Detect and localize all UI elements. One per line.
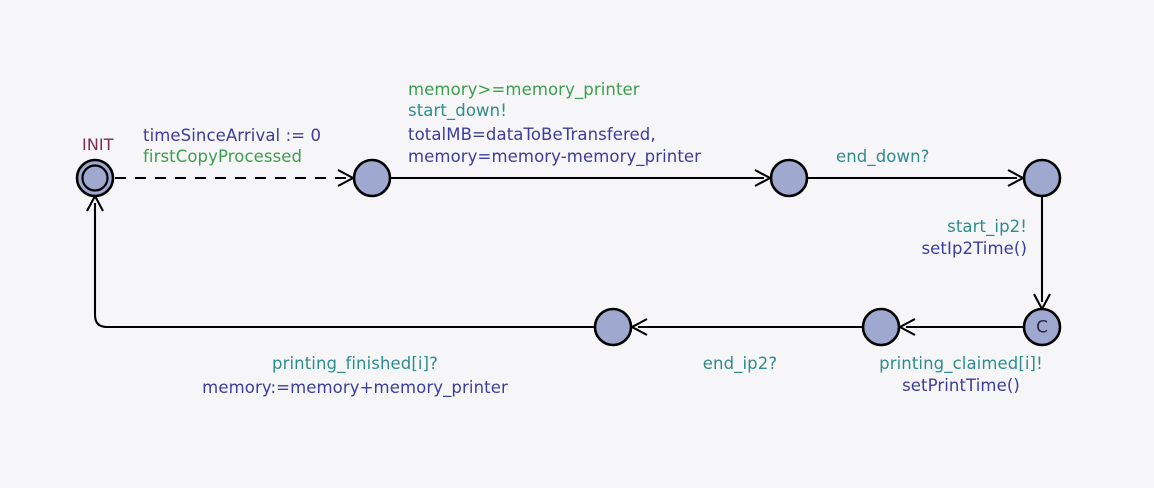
edge-label-sync: end_down?: [836, 147, 930, 166]
edge-label-sync: start_down!: [408, 101, 507, 120]
node-committed-circle: [1022, 307, 1062, 347]
edge-state-1-to-state-2[interactable]: [391, 169, 773, 187]
node-state-1-circle: [352, 158, 392, 198]
edge-label-update-1: totalMB=dataToBeTransfered,: [408, 125, 656, 144]
edge-line: [93, 203, 594, 329]
node-state-6[interactable]: [593, 307, 633, 347]
edge-state-3-to-committed[interactable]: [1033, 197, 1051, 312]
node-state-1[interactable]: [352, 158, 392, 198]
edge-committed-to-state-5[interactable]: [897, 318, 1023, 336]
node-state-5-circle: [861, 307, 901, 347]
node-init-inner-ring: [81, 164, 109, 192]
committed-glyph: C: [1036, 318, 1048, 338]
edge-label-guard: firstCopyProcessed: [143, 147, 303, 166]
node-committed[interactable]: C: [1022, 307, 1062, 347]
edge-label-sync: end_ip2?: [702, 354, 778, 373]
edge-label-update: setPrintTime(): [902, 376, 1020, 395]
edge-label-update-2: memory=memory-memory_printer: [408, 147, 702, 166]
edge-label-update: timeSinceArrival := 0: [143, 126, 322, 145]
node-state-5[interactable]: [861, 307, 901, 347]
edge-label-guard: memory>=memory_printer: [408, 80, 640, 99]
node-state-3-circle: [1022, 158, 1062, 198]
edge-state-2-to-state-3[interactable]: [808, 169, 1026, 187]
edge-label-sync: start_ip2!: [947, 217, 1027, 236]
edge-label-update: setIp2Time(): [921, 239, 1027, 258]
node-state-3[interactable]: [1022, 158, 1062, 198]
edge-label-update: memory:=memory+memory_printer: [202, 378, 508, 397]
node-state-2-circle: [769, 158, 809, 198]
node-init[interactable]: [75, 158, 115, 198]
edge-state-6-to-init[interactable]: [86, 193, 594, 329]
edge-state-5-to-state-6[interactable]: [629, 318, 862, 336]
edge-init-to-state-1[interactable]: [115, 169, 356, 187]
node-state-2[interactable]: [769, 158, 809, 198]
init-state-label: INIT: [82, 135, 114, 154]
edge-label-sync: printing_claimed[i]!: [879, 354, 1043, 373]
edge-label-sync: printing_finished[i]?: [272, 354, 438, 373]
node-state-6-circle: [593, 307, 633, 347]
